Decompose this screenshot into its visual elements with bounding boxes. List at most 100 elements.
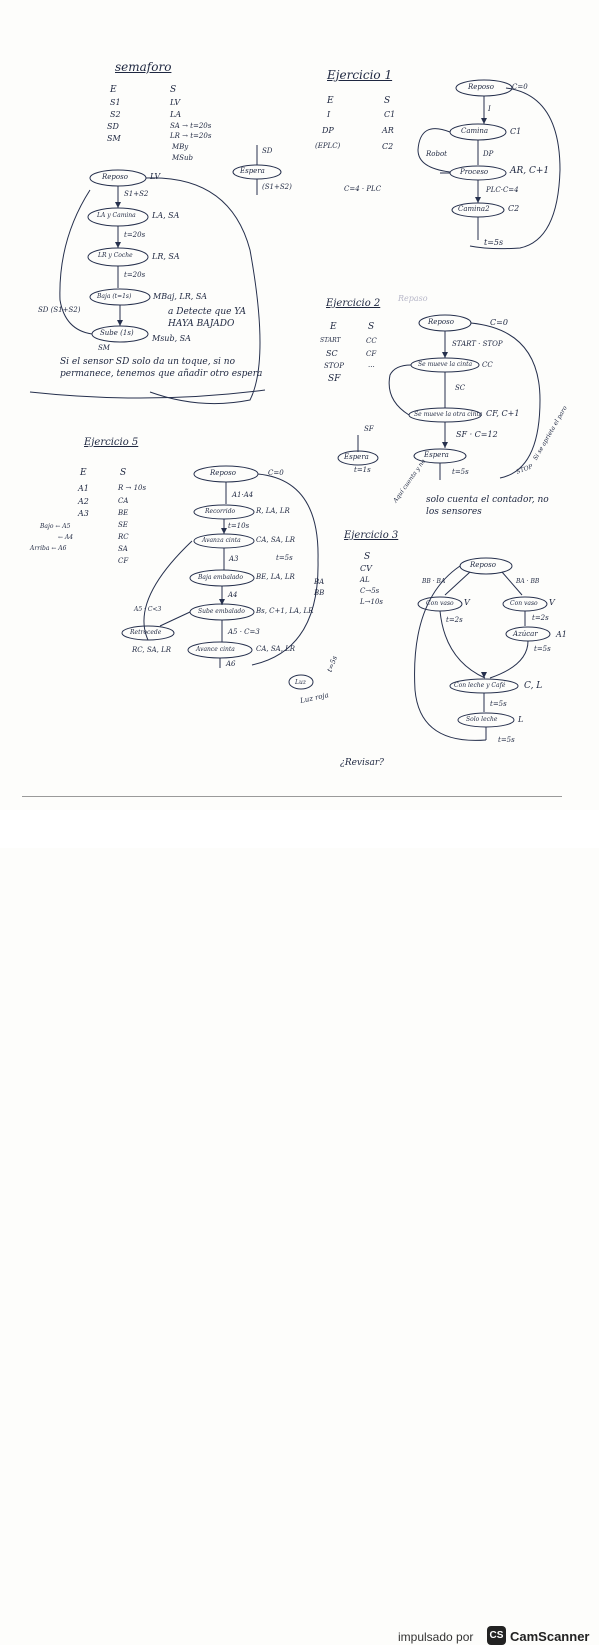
semaforo-note: Si el sensor SD solo da un toque, si no … bbox=[60, 357, 263, 379]
ej3-title: Ejercicio 3 bbox=[344, 530, 399, 541]
ej5-c2: t=10s bbox=[228, 522, 250, 530]
ej3-leche-cafe: Con leche y Café bbox=[454, 682, 506, 689]
semaforo-state5: Sube (1s) bbox=[100, 329, 134, 337]
ej3-azucar-out: A1 bbox=[556, 630, 567, 639]
semaforo-output-1: LV bbox=[170, 98, 181, 107]
semaforo-input-3: SD bbox=[107, 122, 119, 131]
ej3-t-lc: t=5s bbox=[490, 700, 507, 708]
ej3-leche: Solo leche bbox=[466, 716, 498, 723]
semaforo-input-2: S2 bbox=[110, 110, 121, 119]
semaforo-input-1: S1 bbox=[110, 98, 121, 107]
ej2-s2: Se mueve la cinta bbox=[418, 361, 473, 368]
ej1-input-1: I bbox=[327, 110, 331, 119]
semaforo-col-e: E bbox=[110, 85, 117, 95]
ej1-proceso: Proceso bbox=[460, 168, 489, 176]
ej5-stamp1: Luz bbox=[295, 679, 307, 686]
ej1-output-2: AR bbox=[382, 126, 394, 135]
ej5-retrocede-out: RC, SA, LR bbox=[132, 646, 172, 654]
ej2-input-3: STOP bbox=[324, 362, 344, 370]
semaforo-state4-note: a Detecte que YA HAYA BAJADO bbox=[168, 307, 247, 329]
ej5-output-4: SE bbox=[118, 521, 128, 529]
ej5-s4-out: BE, LA, LR bbox=[256, 573, 295, 581]
ej2-c2: SC bbox=[455, 384, 466, 392]
ej2-output-3: ... bbox=[368, 361, 375, 369]
ej1-camina: Camina bbox=[461, 127, 489, 135]
ej5-s6-out: CA, SA, LR bbox=[256, 645, 296, 653]
ej5-s3: Avanza cinta bbox=[202, 537, 241, 544]
ej5-input-1: A1 bbox=[78, 484, 89, 493]
ej1-col-s: S bbox=[384, 96, 391, 106]
ej1-reposo-out: C=0 bbox=[512, 83, 528, 91]
ej5-col-s: S bbox=[120, 468, 127, 478]
ej3-azucar: Azúcar bbox=[513, 630, 538, 638]
ej3-s-right-out: V bbox=[549, 598, 555, 607]
ej2-c1: START · STOP bbox=[452, 340, 503, 348]
ej5-title: Ejercicio 5 bbox=[84, 437, 139, 448]
ej2-output-2: CF bbox=[366, 350, 377, 358]
ej1-camina2: Camina2 bbox=[458, 205, 490, 213]
ej3-c-right: BA · BB bbox=[516, 578, 540, 585]
ej2-c4: t=5s bbox=[452, 468, 469, 476]
ej3-leche-out: L bbox=[518, 715, 524, 724]
semaforo-sub-left2: SM bbox=[98, 344, 110, 352]
ej5-s2: Recorrido bbox=[205, 508, 236, 515]
ej5-stamp bbox=[288, 674, 314, 690]
semaforo-state5-out: Msub, SA bbox=[152, 334, 191, 343]
ej5-s3-out: CA, SA, LR bbox=[256, 536, 296, 544]
ej1-c4: t=5s bbox=[484, 238, 504, 247]
ej1-robot: Robot bbox=[426, 150, 447, 158]
ej3-output-1: CV bbox=[360, 564, 372, 573]
semaforo-state4: Baja (t=1s) bbox=[97, 293, 132, 300]
ej5-side-3: Arriba ← A6 bbox=[30, 545, 67, 552]
ej1-camina-out: C1 bbox=[510, 127, 522, 136]
semaforo-state4-out: MBaj, LR, SA bbox=[153, 292, 208, 301]
ej5-c6: A6 bbox=[226, 660, 236, 668]
ej1-camina2-out: C2 bbox=[508, 204, 520, 213]
ej5-input-2: A2 bbox=[78, 497, 89, 506]
ej1-proceso-out: AR, C+1 bbox=[510, 166, 550, 176]
ej5-side-1: Bajo ← A5 bbox=[40, 523, 71, 530]
ej5-c3: A3 bbox=[229, 555, 239, 563]
ej2-left-t: t=1s bbox=[354, 466, 371, 474]
ej3-t-end: t=5s bbox=[498, 736, 515, 744]
ej5-output-2: CA bbox=[118, 497, 129, 505]
ej3-t-right: t=2s bbox=[532, 614, 549, 622]
bottom-note: ¿Revisar? bbox=[340, 758, 385, 768]
ej2-s3-out: CF, C+1 bbox=[486, 409, 520, 418]
ej5-col-e: E bbox=[80, 468, 87, 478]
semaforo-state2-out: LA, SA bbox=[152, 211, 180, 220]
semaforo-output-4: LR → t=20s bbox=[170, 132, 212, 140]
semaforo-espera-cond: (S1+S2) bbox=[262, 183, 292, 191]
ej3-col-s: S bbox=[364, 552, 371, 562]
ej2-col-s: S bbox=[368, 322, 375, 332]
ej2-espera: Espera bbox=[424, 451, 449, 459]
scanned-page: semaforo E S S1 S2 SD SM LV LA SA → t=20… bbox=[22, 60, 569, 797]
ej5-output-7: CF bbox=[118, 557, 129, 565]
ej3-c-left: BB · BA bbox=[422, 578, 446, 585]
semaforo-state2: LA y Camina bbox=[97, 212, 136, 219]
semaforo-espera-in: SD bbox=[262, 147, 273, 155]
ej1-c2: DP bbox=[483, 150, 494, 158]
ej2-note: solo cuenta el contador, no los sensores bbox=[426, 495, 549, 517]
ej3-label-ba: BA bbox=[314, 578, 325, 586]
ej5-output-5: RC bbox=[118, 533, 129, 541]
ej2-input-2: SC bbox=[326, 349, 338, 358]
ej2-input-1: START bbox=[320, 337, 341, 344]
ej5-c5: A5 · C=3 bbox=[228, 628, 260, 636]
ej5-reposo: Reposo bbox=[210, 469, 236, 477]
ej5-output-1: R → 10s bbox=[118, 484, 147, 492]
semaforo-col-s: S bbox=[170, 85, 177, 95]
flow-drawings bbox=[29, 79, 561, 741]
semaforo-title: semaforo bbox=[115, 60, 172, 74]
semaforo-reposo: Reposo bbox=[102, 173, 128, 181]
ej5-input-3: A3 bbox=[78, 509, 89, 518]
ej3-s-left: Con vaso bbox=[426, 600, 454, 607]
ej3-label-bb: BB bbox=[314, 589, 325, 597]
ej2-title: Ejercicio 2 bbox=[326, 298, 381, 309]
semaforo-cond3: t=20s bbox=[124, 271, 146, 279]
semaforo-output-6: MSub bbox=[172, 154, 193, 162]
semaforo-output-2: LA bbox=[170, 110, 182, 119]
ej1-c3: PLC·C=4 bbox=[486, 186, 519, 194]
ej5-s4: Baja embalado bbox=[198, 574, 243, 581]
ej1-input-2: DP bbox=[322, 126, 334, 135]
